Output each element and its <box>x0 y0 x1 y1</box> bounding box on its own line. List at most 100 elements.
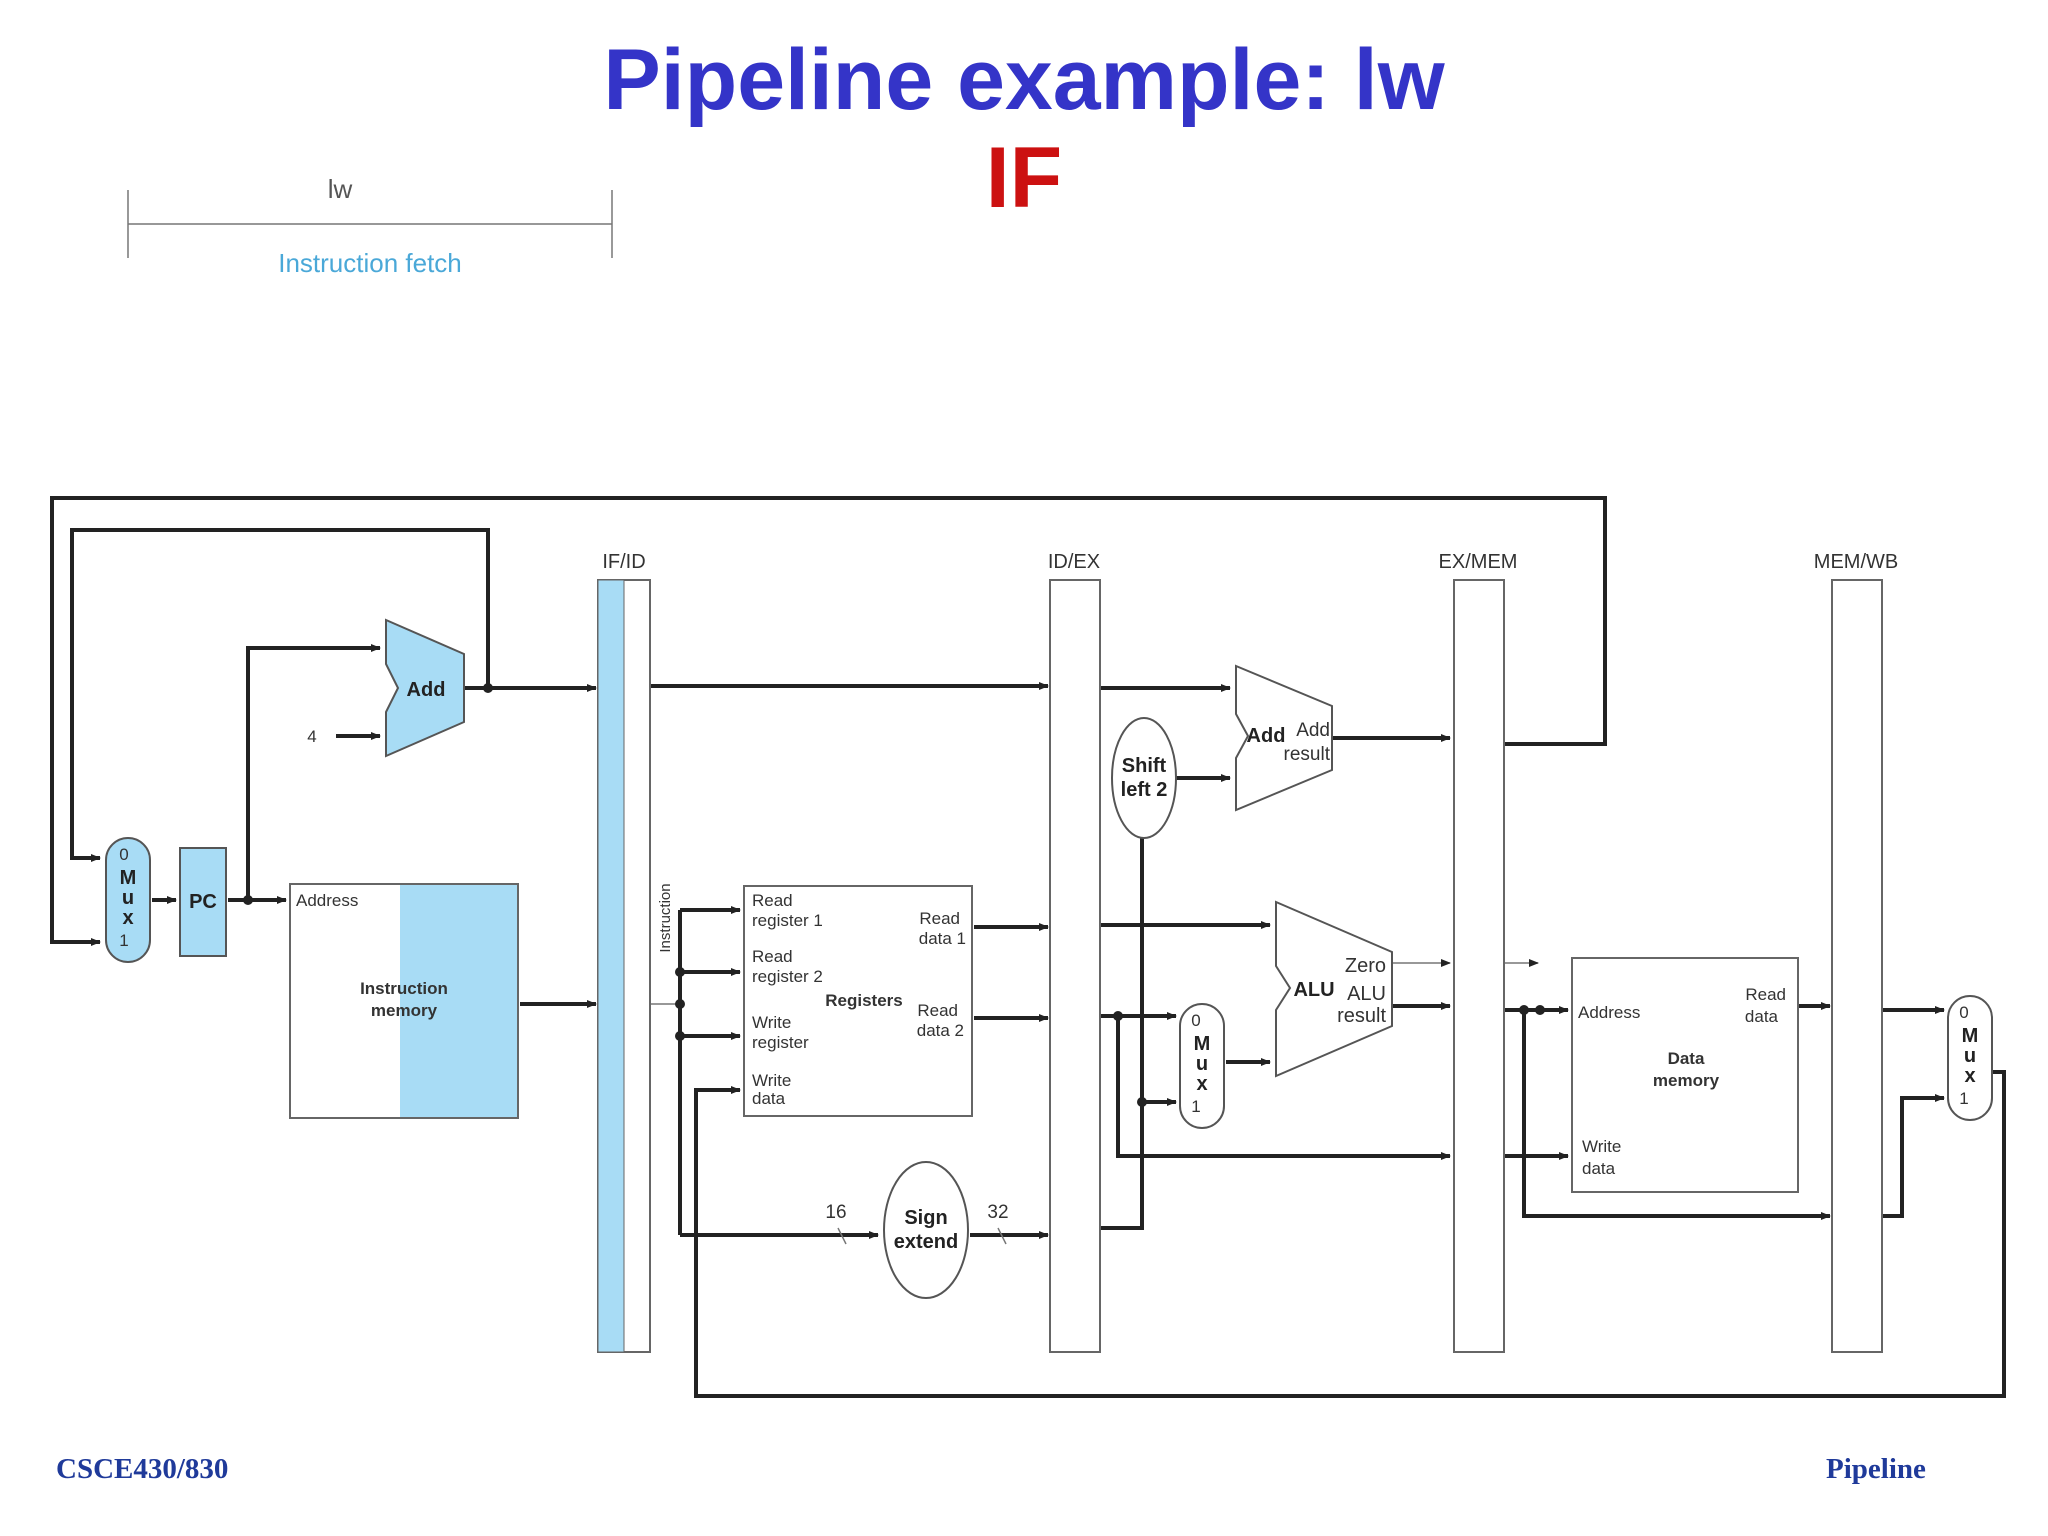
sign-extend-out-bits: 32 <box>987 1202 1008 1223</box>
dmem-box <box>1571 957 1799 1193</box>
wb-mux-label: M <box>1962 1025 1979 1047</box>
pipeline-registers: IF/ID ID/EX EX/MEM MEM/WB <box>597 551 1898 1353</box>
wb-mux: 0 M u x 1 <box>1947 995 1993 1121</box>
dmem-read-data-label: data <box>1745 1007 1779 1026</box>
sign-extend-line2: extend <box>894 1231 958 1253</box>
junction-dots <box>243 683 1545 1107</box>
ex-mux-label: M <box>1194 1033 1211 1055</box>
shift-left-line2: left 2 <box>1121 779 1168 801</box>
alu-result-label: result <box>1337 1005 1386 1027</box>
wb-mux-body <box>1947 995 1993 1121</box>
sign-extend-shape <box>883 1161 969 1299</box>
branch-adder-label: Add <box>1247 725 1286 747</box>
write-reg-label: Write <box>752 1013 791 1032</box>
alu-result-label: ALU <box>1347 983 1386 1005</box>
imem-address-label: Address <box>296 891 358 910</box>
writeback-wire <box>694 1070 2006 1398</box>
if-mux-label: x <box>122 907 133 929</box>
junction-dot <box>675 999 685 1009</box>
idex-label: ID/EX <box>1048 551 1100 573</box>
junction-dot <box>1535 1005 1545 1015</box>
ifid-register-highlight <box>597 579 625 1353</box>
idex-register <box>1049 579 1101 1353</box>
ex-mux-label: x <box>1196 1073 1207 1095</box>
register-file: Read register 1 Read register 2 Write re… <box>743 885 973 1117</box>
write-data-label: Write <box>752 1071 791 1090</box>
junction-dot <box>243 895 253 905</box>
if-mux-body <box>105 837 151 963</box>
if-mux-label: M <box>120 867 137 889</box>
wb-mux-label: 1 <box>1959 1089 1968 1108</box>
imem-name-line2: memory <box>371 1001 438 1020</box>
junction-dot <box>675 1031 685 1041</box>
wb-mux-label: 0 <box>1959 1003 1968 1022</box>
timeline-instruction: lw <box>328 174 353 204</box>
alu: ALU Zero ALU result <box>1275 900 1393 1078</box>
branch-adder-result: Add <box>1296 720 1330 741</box>
alu-shape <box>1275 900 1393 1078</box>
sign-extend-in-bits: 16 <box>825 1202 846 1223</box>
junction-dot <box>1137 1097 1147 1107</box>
wb-mux-label: x <box>1964 1065 1975 1087</box>
exmem-label: EX/MEM <box>1439 551 1518 573</box>
timeline: lw Instruction fetch <box>127 174 613 278</box>
branch-adder-shape <box>1235 664 1333 812</box>
if-mux-label: 0 <box>119 845 128 864</box>
registers-name: Registers <box>825 991 902 1010</box>
stage-title: IF <box>985 130 1063 226</box>
shift-left-shape <box>1111 717 1177 839</box>
read-reg1-label: Read <box>752 891 793 910</box>
shift-left-line1: Shift <box>1122 755 1167 777</box>
write-data-label: data <box>752 1089 786 1108</box>
if-mux-label: u <box>122 887 134 909</box>
memwb-alu-to-mux-wire <box>1882 1094 1945 1218</box>
wb-mux-label: u <box>1964 1045 1976 1067</box>
bus-width-tick <box>997 1227 1007 1245</box>
read-data2-label: Read <box>917 1001 958 1020</box>
junction-dot <box>1519 1005 1529 1015</box>
junction-dot <box>1113 1011 1123 1021</box>
if-mux-label: 1 <box>119 931 128 950</box>
ex-mux-label: u <box>1196 1053 1208 1075</box>
sign-extend-line1: Sign <box>904 1207 947 1229</box>
pc-plus4-feedback-wire <box>70 528 490 862</box>
exmem-register <box>1453 579 1505 1353</box>
memwb-label: MEM/WB <box>1814 551 1898 573</box>
if-adder-shape <box>385 618 465 758</box>
data-memory: Address Read data Data memory Write data <box>1571 957 1799 1193</box>
dmem-write-data-label: data <box>1582 1159 1616 1178</box>
ex-mux-label: 0 <box>1191 1011 1200 1030</box>
read-data1-label: data 1 <box>919 929 966 948</box>
write-reg-label: register <box>752 1033 809 1052</box>
read-reg1-label: register 1 <box>752 911 823 930</box>
ex-mux: 0 M u x 1 <box>1179 1003 1225 1129</box>
read-reg2-label: register 2 <box>752 967 823 986</box>
instruction-memory: Address Instruction memory <box>289 883 519 1119</box>
ex-mux-label: 1 <box>1191 1097 1200 1116</box>
constant-four-label: 4 <box>307 727 316 746</box>
junction-dot <box>483 683 493 693</box>
dmem-write-data-label: Write <box>1582 1137 1621 1156</box>
rt-to-exmem-wire <box>1116 1016 1451 1160</box>
read-data2-label: data 2 <box>917 1021 964 1040</box>
if-adder-label: Add <box>407 679 446 701</box>
instruction-bus-label: Instruction <box>657 883 674 952</box>
bus-width-tick <box>837 1227 847 1245</box>
if-adder: Add 4 <box>307 618 465 758</box>
junction-dot <box>675 967 685 977</box>
dmem-address-label: Address <box>1578 1003 1640 1022</box>
pc-register <box>179 847 227 957</box>
memwb-register <box>1831 579 1883 1353</box>
shift-left-2: Shift left 2 <box>1111 717 1177 839</box>
dmem-read-data-label: Read <box>1745 985 1786 1004</box>
branch-adder-result: result <box>1284 744 1331 765</box>
sign-extend: Sign extend 16 32 <box>825 1161 1009 1299</box>
register-file-box <box>743 885 973 1117</box>
branch-adder: Add Add result <box>1235 664 1333 812</box>
read-data1-label: Read <box>919 909 960 928</box>
alu-zero-label: Zero <box>1345 955 1386 977</box>
timeline-stage-label: Instruction fetch <box>278 248 462 278</box>
imem-highlight <box>400 884 518 1118</box>
